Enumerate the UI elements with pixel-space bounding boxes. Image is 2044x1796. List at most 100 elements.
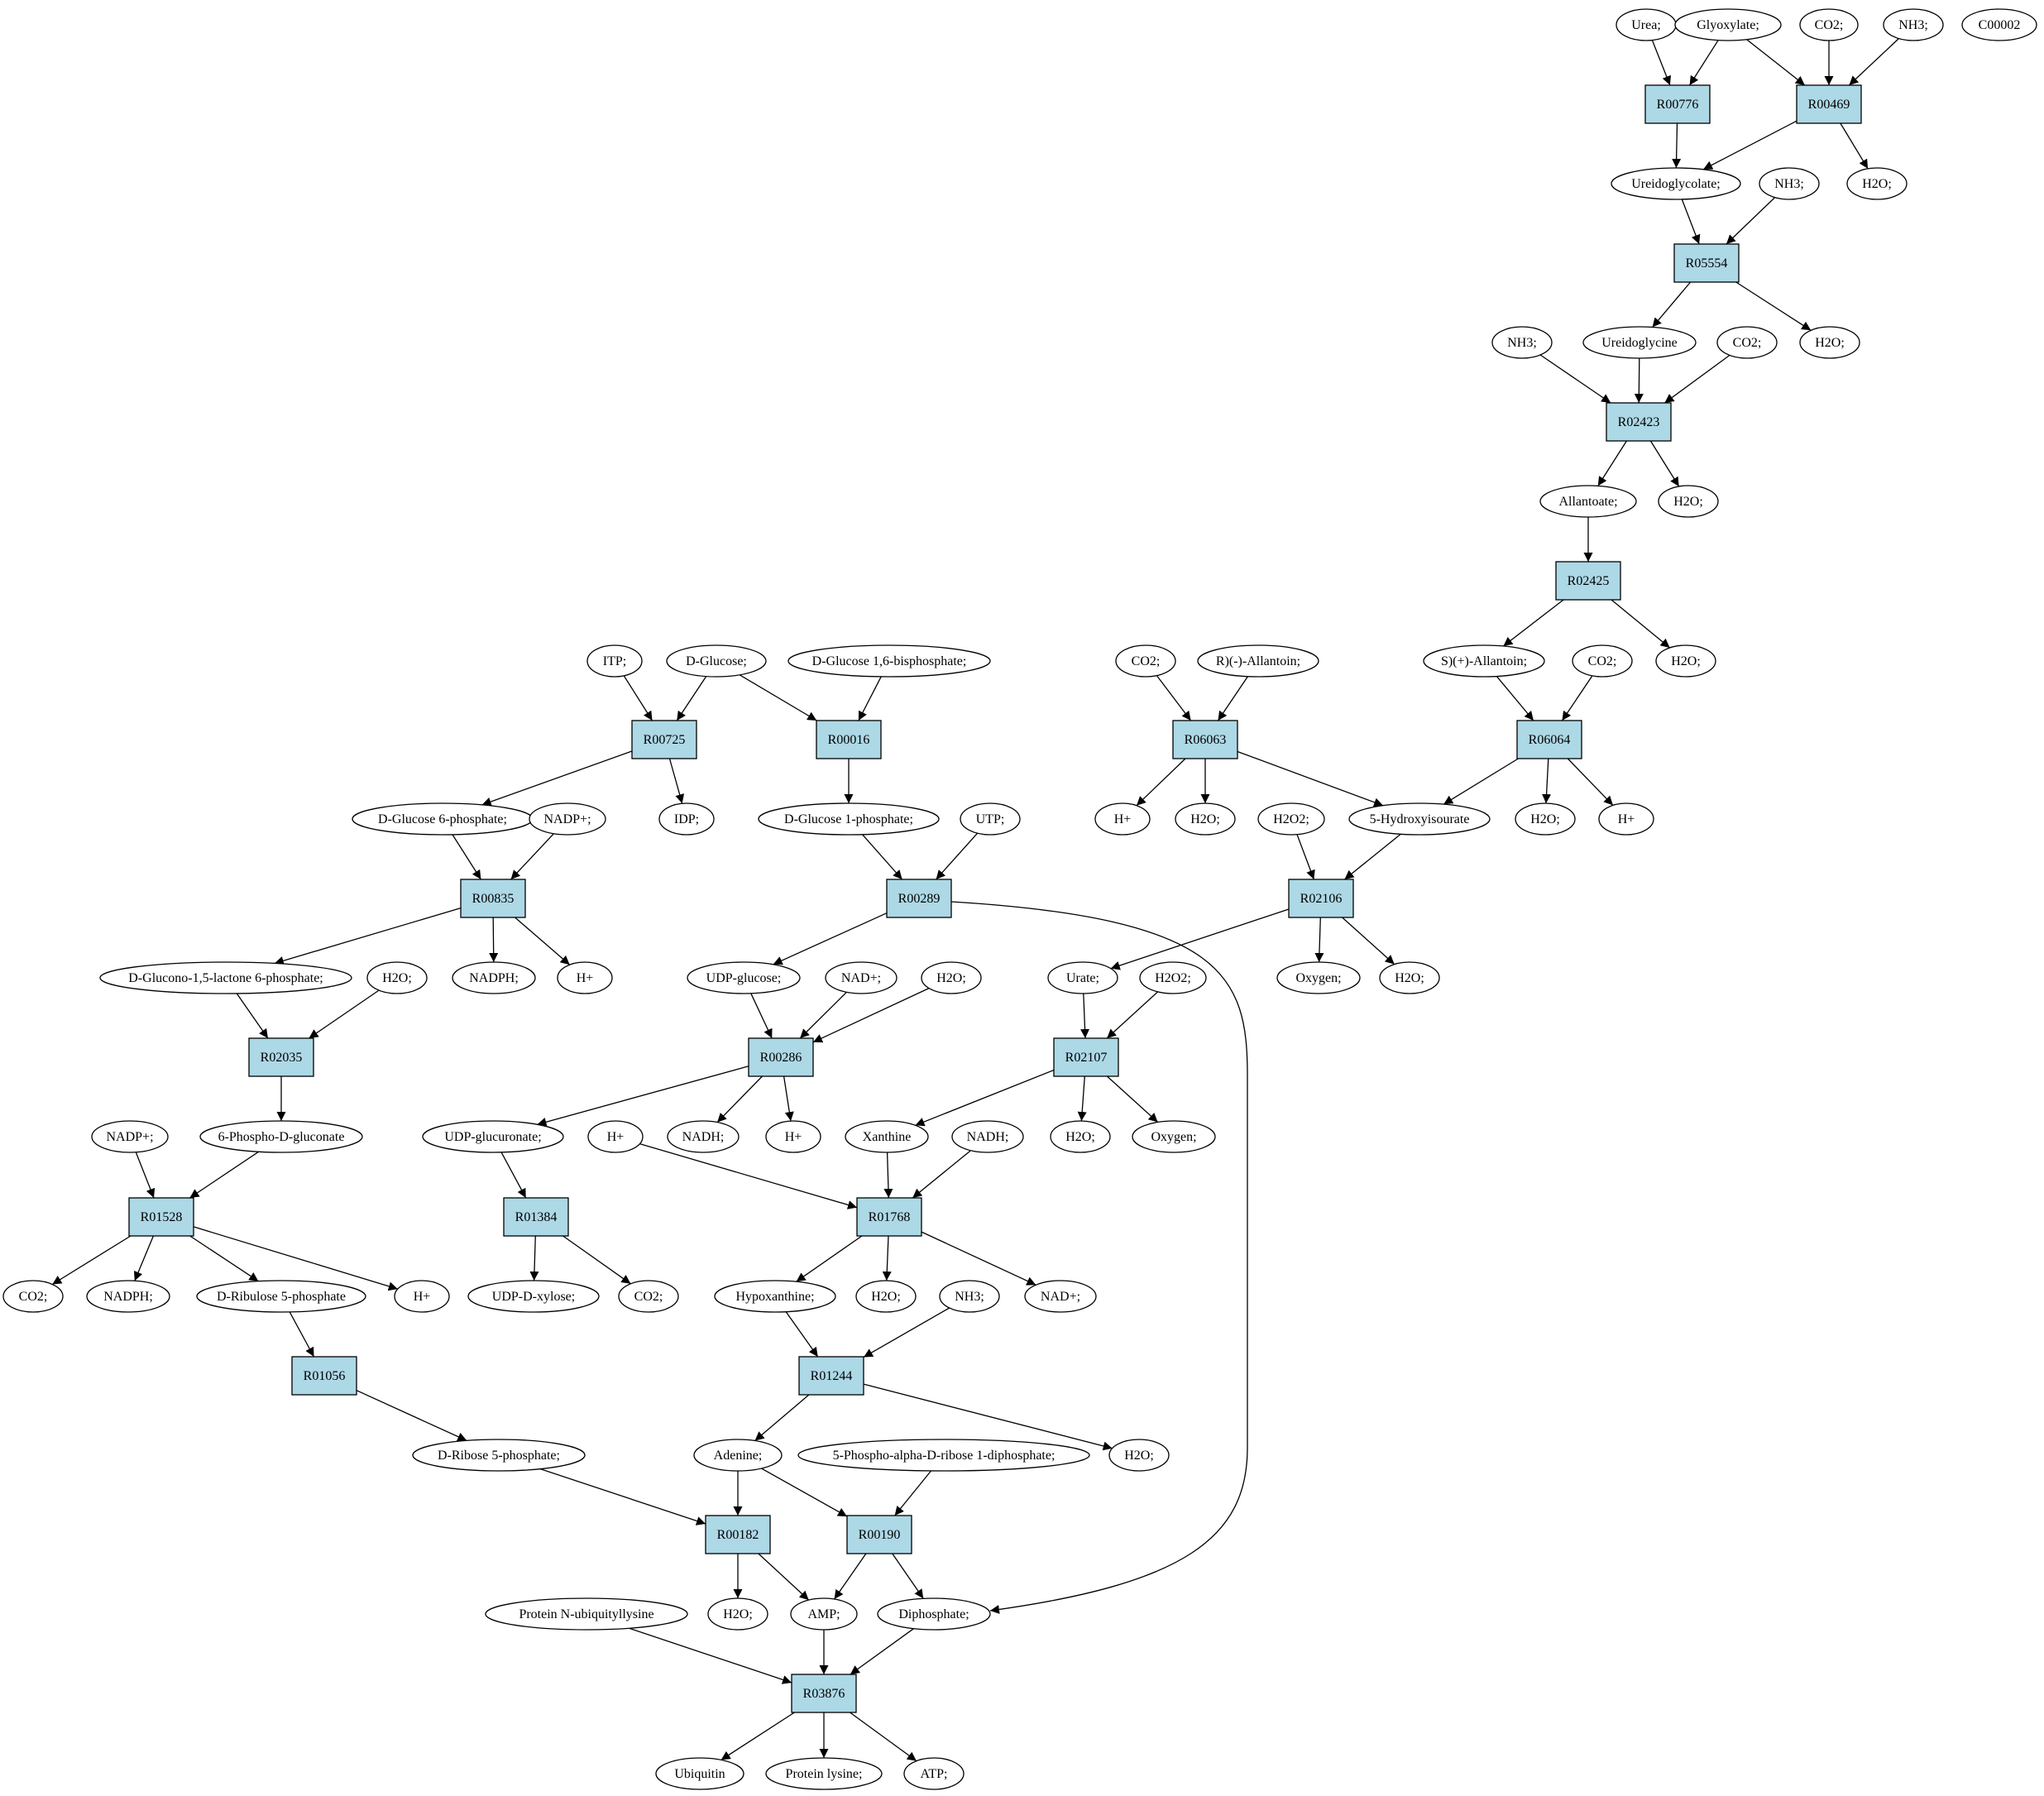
compound-node-itp[interactable]: ITP; xyxy=(586,644,643,678)
reaction-node-r01244[interactable]: R01244 xyxy=(798,1356,864,1396)
compound-node-idp[interactable]: IDP; xyxy=(658,802,715,836)
compound-node-nh3_c[interactable]: NH3; xyxy=(1491,326,1553,359)
reaction-node-r00286[interactable]: R00286 xyxy=(748,1037,814,1077)
compound-node-nh3_d[interactable]: NH3; xyxy=(939,1280,1000,1313)
compound-node-hydroxyisourate[interactable]: 5-Hydroxyisourate xyxy=(1348,802,1491,836)
compound-node-urea[interactable]: Urea; xyxy=(1616,8,1677,41)
compound-node-atp[interactable]: ATP; xyxy=(903,1757,965,1790)
compound-node-h2o2_b[interactable]: H2O2; xyxy=(1139,961,1207,994)
compound-node-dg1p[interactable]: D-Glucose 1-phosphate; xyxy=(758,802,940,836)
reaction-node-r03876[interactable]: R03876 xyxy=(791,1674,857,1713)
compound-node-ubiquitin[interactable]: Ubiquitin xyxy=(655,1757,744,1790)
compound-node-co2_d[interactable]: CO2; xyxy=(1572,644,1633,678)
reaction-node-r02107[interactable]: R02107 xyxy=(1053,1037,1119,1077)
compound-node-ureidoglycine[interactable]: Ureidoglycine xyxy=(1582,326,1697,359)
compound-node-udpglucose[interactable]: UDP-glucose; xyxy=(687,961,801,994)
compound-node-h2o_k[interactable]: H2O; xyxy=(855,1280,917,1313)
compound-node-hplus_a[interactable]: H+ xyxy=(1094,802,1151,836)
compound-node-nadph_a[interactable]: NADPH; xyxy=(452,961,536,994)
compound-node-h2o_i[interactable]: H2O; xyxy=(1379,961,1440,994)
compound-node-nad_a[interactable]: NAD+; xyxy=(825,961,898,994)
reaction-node-r06064[interactable]: R06064 xyxy=(1516,720,1582,759)
compound-node-s_allantoin[interactable]: S)(+)-Allantoin; xyxy=(1423,644,1545,678)
compound-node-amp[interactable]: AMP; xyxy=(790,1597,858,1631)
reaction-node-r00469[interactable]: R00469 xyxy=(1796,84,1862,124)
compound-node-adenine[interactable]: Adenine; xyxy=(693,1439,783,1472)
compound-node-nh3_top[interactable]: NH3; xyxy=(1883,8,1944,41)
compound-node-h2o_b[interactable]: H2O; xyxy=(1799,326,1860,359)
compound-node-udpxylose[interactable]: UDP-D-xylose; xyxy=(467,1280,600,1313)
reaction-node-r00725[interactable]: R00725 xyxy=(631,720,697,759)
compound-node-urate[interactable]: Urate; xyxy=(1047,961,1118,994)
compound-node-allantoate[interactable]: Allantoate; xyxy=(1539,485,1637,518)
reaction-node-r01768[interactable]: R01768 xyxy=(856,1197,922,1237)
compound-node-prpp[interactable]: 5-Phospho-alpha-D-ribose 1-diphosphate; xyxy=(797,1439,1090,1472)
reaction-box xyxy=(1606,402,1672,442)
compound-node-nad_b[interactable]: NAD+; xyxy=(1024,1280,1097,1313)
compound-node-dglucose[interactable]: D-Glucose; xyxy=(666,644,767,678)
reaction-node-r02106[interactable]: R02106 xyxy=(1288,879,1354,918)
compound-node-h2o_e[interactable]: H2O; xyxy=(1175,802,1236,836)
reaction-node-r00835[interactable]: R00835 xyxy=(460,879,526,918)
compound-node-xanthine[interactable]: Xanthine xyxy=(845,1120,929,1153)
compound-node-protein_lys[interactable]: Protein lysine; xyxy=(765,1757,883,1790)
compound-node-hypoxanthine[interactable]: Hypoxanthine; xyxy=(714,1280,836,1313)
compound-node-udpglucuronate[interactable]: UDP-glucuronate; xyxy=(422,1120,564,1153)
compound-node-h2o_m[interactable]: H2O; xyxy=(707,1597,768,1631)
compound-node-h2o_f[interactable]: H2O; xyxy=(1515,802,1576,836)
reaction-node-r06063[interactable]: R06063 xyxy=(1172,720,1238,759)
reaction-node-r00776[interactable]: R00776 xyxy=(1644,84,1711,124)
compound-node-nadh_b[interactable]: NADH; xyxy=(951,1120,1024,1153)
reaction-node-r01528[interactable]: R01528 xyxy=(128,1197,194,1237)
compound-node-nh3_b[interactable]: NH3; xyxy=(1759,167,1820,200)
compound-node-h2o_a[interactable]: H2O; xyxy=(1846,167,1908,200)
compound-node-co2_f[interactable]: CO2; xyxy=(618,1280,679,1313)
compound-node-glyoxylate[interactable]: Glyoxylate; xyxy=(1674,8,1782,41)
compound-node-h2o_g[interactable]: H2O; xyxy=(366,961,428,994)
compound-node-c00002[interactable]: C00002 xyxy=(1961,8,2037,41)
reaction-node-r00289[interactable]: R00289 xyxy=(886,879,952,918)
reaction-node-r05554[interactable]: R05554 xyxy=(1673,243,1740,283)
compound-node-nadph_b[interactable]: NADPH; xyxy=(86,1280,170,1313)
compound-node-ribulose5p[interactable]: D-Ribulose 5-phosphate xyxy=(196,1280,366,1313)
reaction-node-r02035[interactable]: R02035 xyxy=(248,1037,314,1077)
compound-node-hplus_f[interactable]: H+ xyxy=(394,1280,450,1313)
compound-node-co2_b[interactable]: CO2; xyxy=(1716,326,1778,359)
reaction-node-r00016[interactable]: R00016 xyxy=(816,720,882,759)
compound-node-hplus_d[interactable]: H+ xyxy=(587,1120,644,1153)
compound-node-dg16bp[interactable]: D-Glucose 1,6-bisphosphate; xyxy=(787,644,991,678)
compound-node-phosphogluconate[interactable]: 6-Phospho-D-gluconate xyxy=(199,1120,363,1153)
compound-node-h2o_d[interactable]: H2O; xyxy=(1655,644,1716,678)
compound-node-h2o2_a[interactable]: H2O2; xyxy=(1257,802,1325,836)
reaction-node-r01384[interactable]: R01384 xyxy=(503,1197,569,1237)
compound-node-dg6p[interactable]: D-Glucose 6-phosphate; xyxy=(352,802,534,836)
compound-node-h2o_h[interactable]: H2O; xyxy=(921,961,982,994)
compound-node-ureidoglycolate[interactable]: Ureidoglycolate; xyxy=(1611,167,1741,200)
reaction-node-r00190[interactable]: R00190 xyxy=(846,1515,912,1554)
compound-node-co2_top[interactable]: CO2; xyxy=(1799,8,1859,41)
compound-node-nadp_b[interactable]: NADP+; xyxy=(91,1120,169,1153)
compound-node-hplus_b[interactable]: H+ xyxy=(1598,802,1654,836)
reaction-node-r02423[interactable]: R02423 xyxy=(1606,402,1672,442)
compound-node-protein_ub[interactable]: Protein N-ubiquityllysine xyxy=(485,1597,688,1631)
compound-node-co2_e[interactable]: CO2; xyxy=(2,1280,64,1313)
reaction-node-r00182[interactable]: R00182 xyxy=(705,1515,771,1554)
compound-node-hplus_c[interactable]: H+ xyxy=(557,961,613,994)
compound-node-nadp_a[interactable]: NADP+; xyxy=(529,802,606,836)
compound-node-ribose5p[interactable]: D-Ribose 5-phosphate; xyxy=(412,1439,586,1472)
compound-node-h2o_l[interactable]: H2O; xyxy=(1108,1439,1170,1472)
compound-node-r_allantoin[interactable]: R)(-)-Allantoin; xyxy=(1197,644,1319,678)
node-label: R00286 xyxy=(760,1051,802,1065)
compound-node-hplus_e[interactable]: H+ xyxy=(765,1120,821,1153)
compound-node-gluconolactone[interactable]: D-Glucono-1,5-lactone 6-phosphate; xyxy=(99,961,352,994)
compound-node-oxygen_a[interactable]: Oxygen; xyxy=(1276,961,1361,994)
compound-node-oxygen_b[interactable]: Oxygen; xyxy=(1132,1120,1216,1153)
compound-node-diphosphate[interactable]: Diphosphate; xyxy=(877,1597,991,1631)
reaction-node-r02425[interactable]: R02425 xyxy=(1555,561,1621,601)
compound-node-h2o_c[interactable]: H2O; xyxy=(1658,485,1719,518)
compound-node-h2o_j[interactable]: H2O; xyxy=(1050,1120,1111,1153)
compound-node-utp[interactable]: UTP; xyxy=(960,802,1021,836)
reaction-node-r01056[interactable]: R01056 xyxy=(291,1356,357,1396)
compound-node-co2_c[interactable]: CO2; xyxy=(1115,644,1176,678)
compound-node-nadh_a[interactable]: NADH; xyxy=(667,1120,740,1153)
